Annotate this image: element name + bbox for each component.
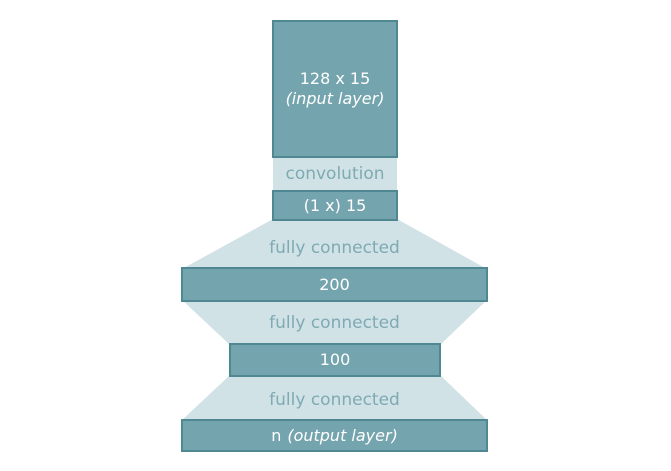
connector-fc-1	[182, 219, 487, 269]
connector-fc-3	[182, 375, 487, 420]
input-layer-size: 128 x 15	[299, 69, 371, 88]
output-layer-size: n	[271, 425, 282, 445]
convolution-label: convolution	[285, 164, 385, 184]
fc1-layer-size: 200	[319, 274, 350, 294]
input-layer-box: 128 x 15 (input layer)	[272, 20, 398, 158]
fc2-layer-size: 100	[319, 350, 351, 369]
connector-convolution	[273, 156, 397, 192]
fc1-layer-box: 200	[181, 267, 488, 302]
input-layer-caption: (input layer)	[285, 89, 385, 108]
fully-connected-label-3: fully connected	[269, 390, 400, 410]
connector-fc-2	[182, 300, 487, 345]
conv-layer-box: (1 x) 15	[272, 190, 398, 221]
conv-layer-size: (1 x) 15	[303, 195, 367, 215]
fully-connected-label-2: fully connected	[269, 313, 400, 333]
output-layer-caption: (output layer)	[287, 425, 398, 445]
fc2-layer-box: 100	[229, 343, 441, 377]
output-layer-box: n (output layer)	[181, 419, 488, 452]
fully-connected-label-1: fully connected	[269, 238, 400, 258]
